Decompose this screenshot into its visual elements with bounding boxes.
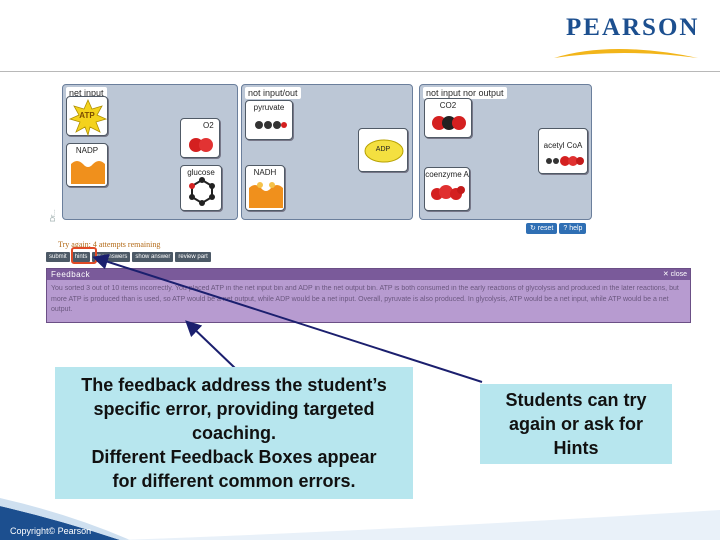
submit-button[interactable]: submit xyxy=(46,252,70,262)
card-glucose[interactable]: glucose xyxy=(180,165,222,211)
card-nadh[interactable]: NADH xyxy=(245,165,285,211)
card-label: CO2 xyxy=(439,101,457,110)
callout-line: Students can try xyxy=(505,390,647,410)
nadh-molecule-icon xyxy=(249,182,283,208)
card-label: ADP xyxy=(375,146,391,153)
logo-swoosh xyxy=(554,49,698,58)
my-answers-button[interactable]: my answers xyxy=(92,252,131,262)
card-label: acetyl CoA xyxy=(543,141,583,150)
card-pyruvate[interactable]: pyruvate xyxy=(245,100,293,140)
card-label: NADP xyxy=(75,146,99,155)
card-label: pyruvate xyxy=(253,103,285,112)
copyright-text: Copyright© Pearson xyxy=(10,526,92,536)
pyruvate-molecule-icon xyxy=(255,121,287,129)
card-adp[interactable]: ADP xyxy=(358,128,408,172)
atp-starburst-icon xyxy=(68,99,108,137)
card-label: O2 xyxy=(203,121,214,130)
card-co2[interactable]: CO2 xyxy=(424,98,472,138)
callout-line: The feedback address the student’s xyxy=(81,375,387,395)
help-button[interactable]: ? help xyxy=(559,223,587,234)
feedback-header: Feedback ✕ close xyxy=(47,269,690,280)
card-label: ATP xyxy=(79,111,95,120)
arrow-to-feedback xyxy=(185,320,237,370)
bin-label: not input/out xyxy=(245,87,301,99)
hints-button[interactable]: hints xyxy=(71,252,91,262)
card-nadp[interactable]: NADP xyxy=(66,143,108,187)
logo-text: PEARSON xyxy=(566,14,700,41)
co2-molecule-icon xyxy=(432,116,466,130)
coenzyme-a-molecule-icon xyxy=(431,185,465,200)
feedback-body-text: You sorted 3 out of 10 items incorrectly… xyxy=(51,285,679,313)
card-label: NADH xyxy=(253,168,277,177)
reset-help-group: ↻ reset ? help xyxy=(526,223,587,234)
card-label: coenzyme A xyxy=(425,170,469,179)
feedback-close-button[interactable]: ✕ close xyxy=(662,271,687,278)
action-bar: submit hints my answers show answer revi… xyxy=(46,252,211,262)
card-coenzyme-a[interactable]: coenzyme A xyxy=(424,167,470,211)
adp-oval-icon xyxy=(364,139,404,163)
attempts-remaining-text: Try again; 4 attempts remaining xyxy=(58,240,161,249)
callout-line: specific error, providing targeted xyxy=(93,399,375,419)
callout-feedback-explanation: The feedback address the student’s speci… xyxy=(55,367,413,499)
review-part-button[interactable]: review part xyxy=(175,252,211,262)
header-divider xyxy=(0,71,720,72)
card-acetyl-coa[interactable]: acetyl CoA xyxy=(538,128,588,174)
o2-molecule-icon xyxy=(189,138,213,152)
arrow-to-hints xyxy=(92,254,483,383)
callout-line: coaching. xyxy=(191,423,276,443)
nadp-molecule-icon xyxy=(71,161,105,184)
show-answer-button[interactable]: show answer xyxy=(132,252,174,262)
reset-button[interactable]: ↻ reset xyxy=(526,223,558,234)
feedback-title: Feedback xyxy=(51,270,91,279)
footer-band xyxy=(0,498,720,540)
callout-hints-explanation: Students can try again or ask for Hints xyxy=(480,384,672,464)
callout-line: Hints xyxy=(553,438,599,458)
card-atp[interactable]: ATP xyxy=(66,96,108,137)
acetyl-coa-molecule-icon xyxy=(546,156,584,166)
bin-label: not input nor output xyxy=(423,87,507,99)
card-label: glucose xyxy=(187,168,215,177)
callout-line: for different common errors. xyxy=(112,471,356,491)
glucose-molecule-icon xyxy=(189,177,215,206)
callout-line: Different Feedback Boxes appear xyxy=(91,447,377,467)
callout-line: again or ask for xyxy=(508,414,644,434)
card-o2[interactable]: O2 xyxy=(180,118,220,158)
pearson-logo: PEARSON xyxy=(552,10,702,60)
